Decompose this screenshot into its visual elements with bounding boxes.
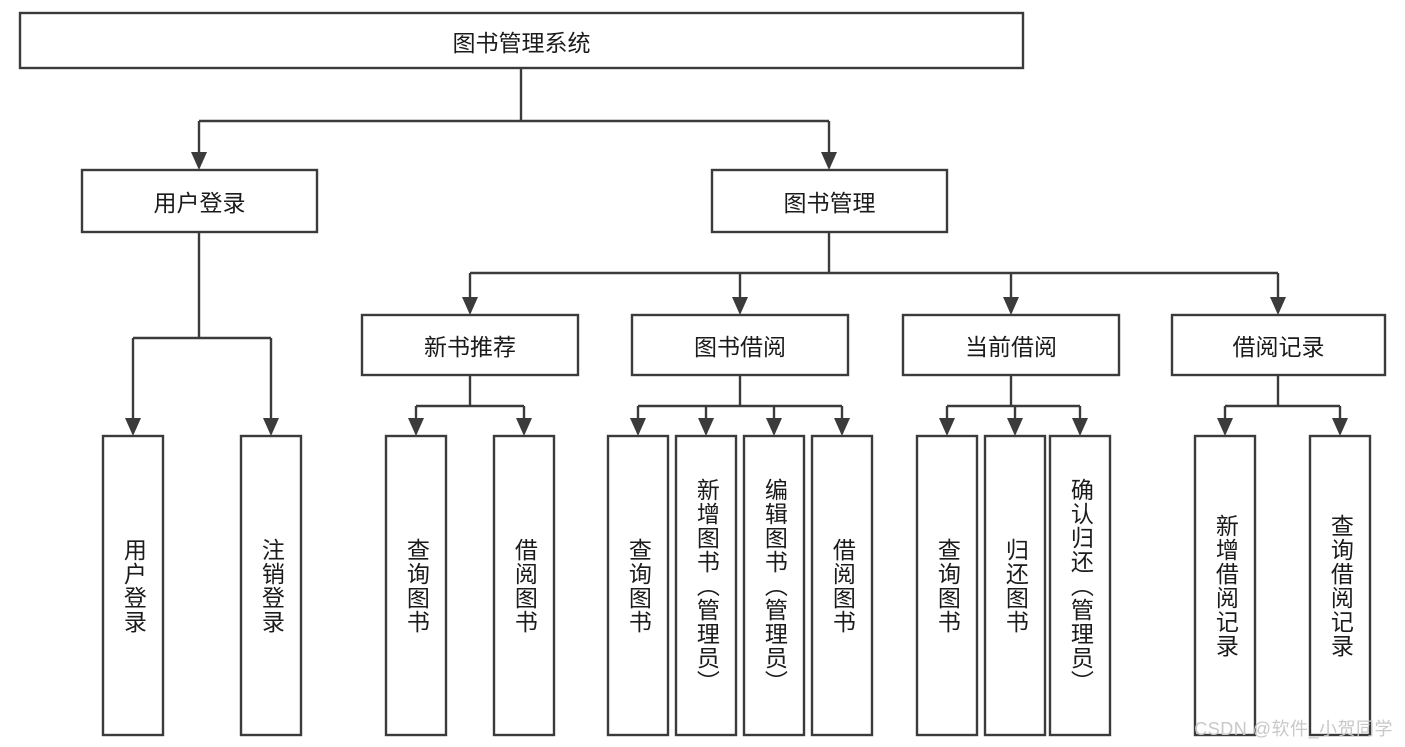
node-leaf-box-bookborrow-1[interactable] <box>674 434 738 737</box>
arrow-head-newbook-leaf2 <box>516 418 532 436</box>
arrow-head-borrowrecord-leaf1 <box>1217 418 1233 436</box>
arrow-head-bookborrow-leaf1 <box>630 418 646 436</box>
node-level2-box-2[interactable] <box>901 313 1121 377</box>
node-level1-box-1[interactable] <box>710 168 949 234</box>
arrow-head-l2-1 <box>462 297 478 315</box>
connector-group-bookmgmt <box>462 232 1286 315</box>
arrow-head-l2-3 <box>1003 297 1019 315</box>
node-level2-box-3[interactable] <box>1170 313 1387 377</box>
node-leaf-box-userlogin-0[interactable] <box>101 434 165 737</box>
connector-group-currentborrow <box>939 375 1088 436</box>
node-leaf-box-currentborrow-0[interactable] <box>915 434 979 737</box>
node-level1-box-0[interactable] <box>80 168 319 234</box>
connector-group-newbook <box>408 375 532 436</box>
arrow-head-l2-4 <box>1270 297 1286 315</box>
node-leaf-box-currentborrow-1[interactable] <box>983 434 1047 737</box>
connector-group-root <box>191 68 837 170</box>
connector-group-bookborrow <box>630 375 850 436</box>
node-leaf-box-newbook-1[interactable] <box>492 434 556 737</box>
arrow-head-bookmgmt <box>821 152 837 170</box>
node-leaf-box-bookborrow-0[interactable] <box>606 434 670 737</box>
node-level2-box-0[interactable] <box>360 313 580 377</box>
node-leaf-box-borrowrecord-0[interactable] <box>1193 434 1257 737</box>
arrow-head-bookborrow-leaf2 <box>698 418 714 436</box>
node-root-box[interactable] <box>18 11 1025 70</box>
node-leaf-box-currentborrow-2[interactable] <box>1048 434 1112 737</box>
arrow-head-userlogin <box>191 152 207 170</box>
arrow-head-userlogin-leaf1 <box>125 418 141 436</box>
connector-group-userlogin <box>125 232 279 436</box>
arrow-head-bookborrow-leaf4 <box>834 418 850 436</box>
arrow-head-currentborrow-leaf2 <box>1007 418 1023 436</box>
arrow-head-borrowrecord-leaf2 <box>1332 418 1348 436</box>
node-leaf-box-userlogin-1[interactable] <box>239 434 303 737</box>
node-level2-box-1[interactable] <box>630 313 850 377</box>
node-leaf-box-newbook-0[interactable] <box>384 434 448 737</box>
arrow-head-bookborrow-leaf3 <box>766 418 782 436</box>
arrow-head-l2-2 <box>732 297 748 315</box>
node-leaf-box-bookborrow-3[interactable] <box>810 434 874 737</box>
connector-group-borrowrecord <box>1217 375 1348 436</box>
node-leaf-box-bookborrow-2[interactable] <box>742 434 806 737</box>
arrow-head-userlogin-leaf2 <box>263 418 279 436</box>
arrow-head-newbook-leaf1 <box>408 418 424 436</box>
arrow-head-currentborrow-leaf1 <box>939 418 955 436</box>
node-leaf-box-borrowrecord-1[interactable] <box>1308 434 1372 737</box>
arrow-head-currentborrow-leaf3 <box>1072 418 1088 436</box>
